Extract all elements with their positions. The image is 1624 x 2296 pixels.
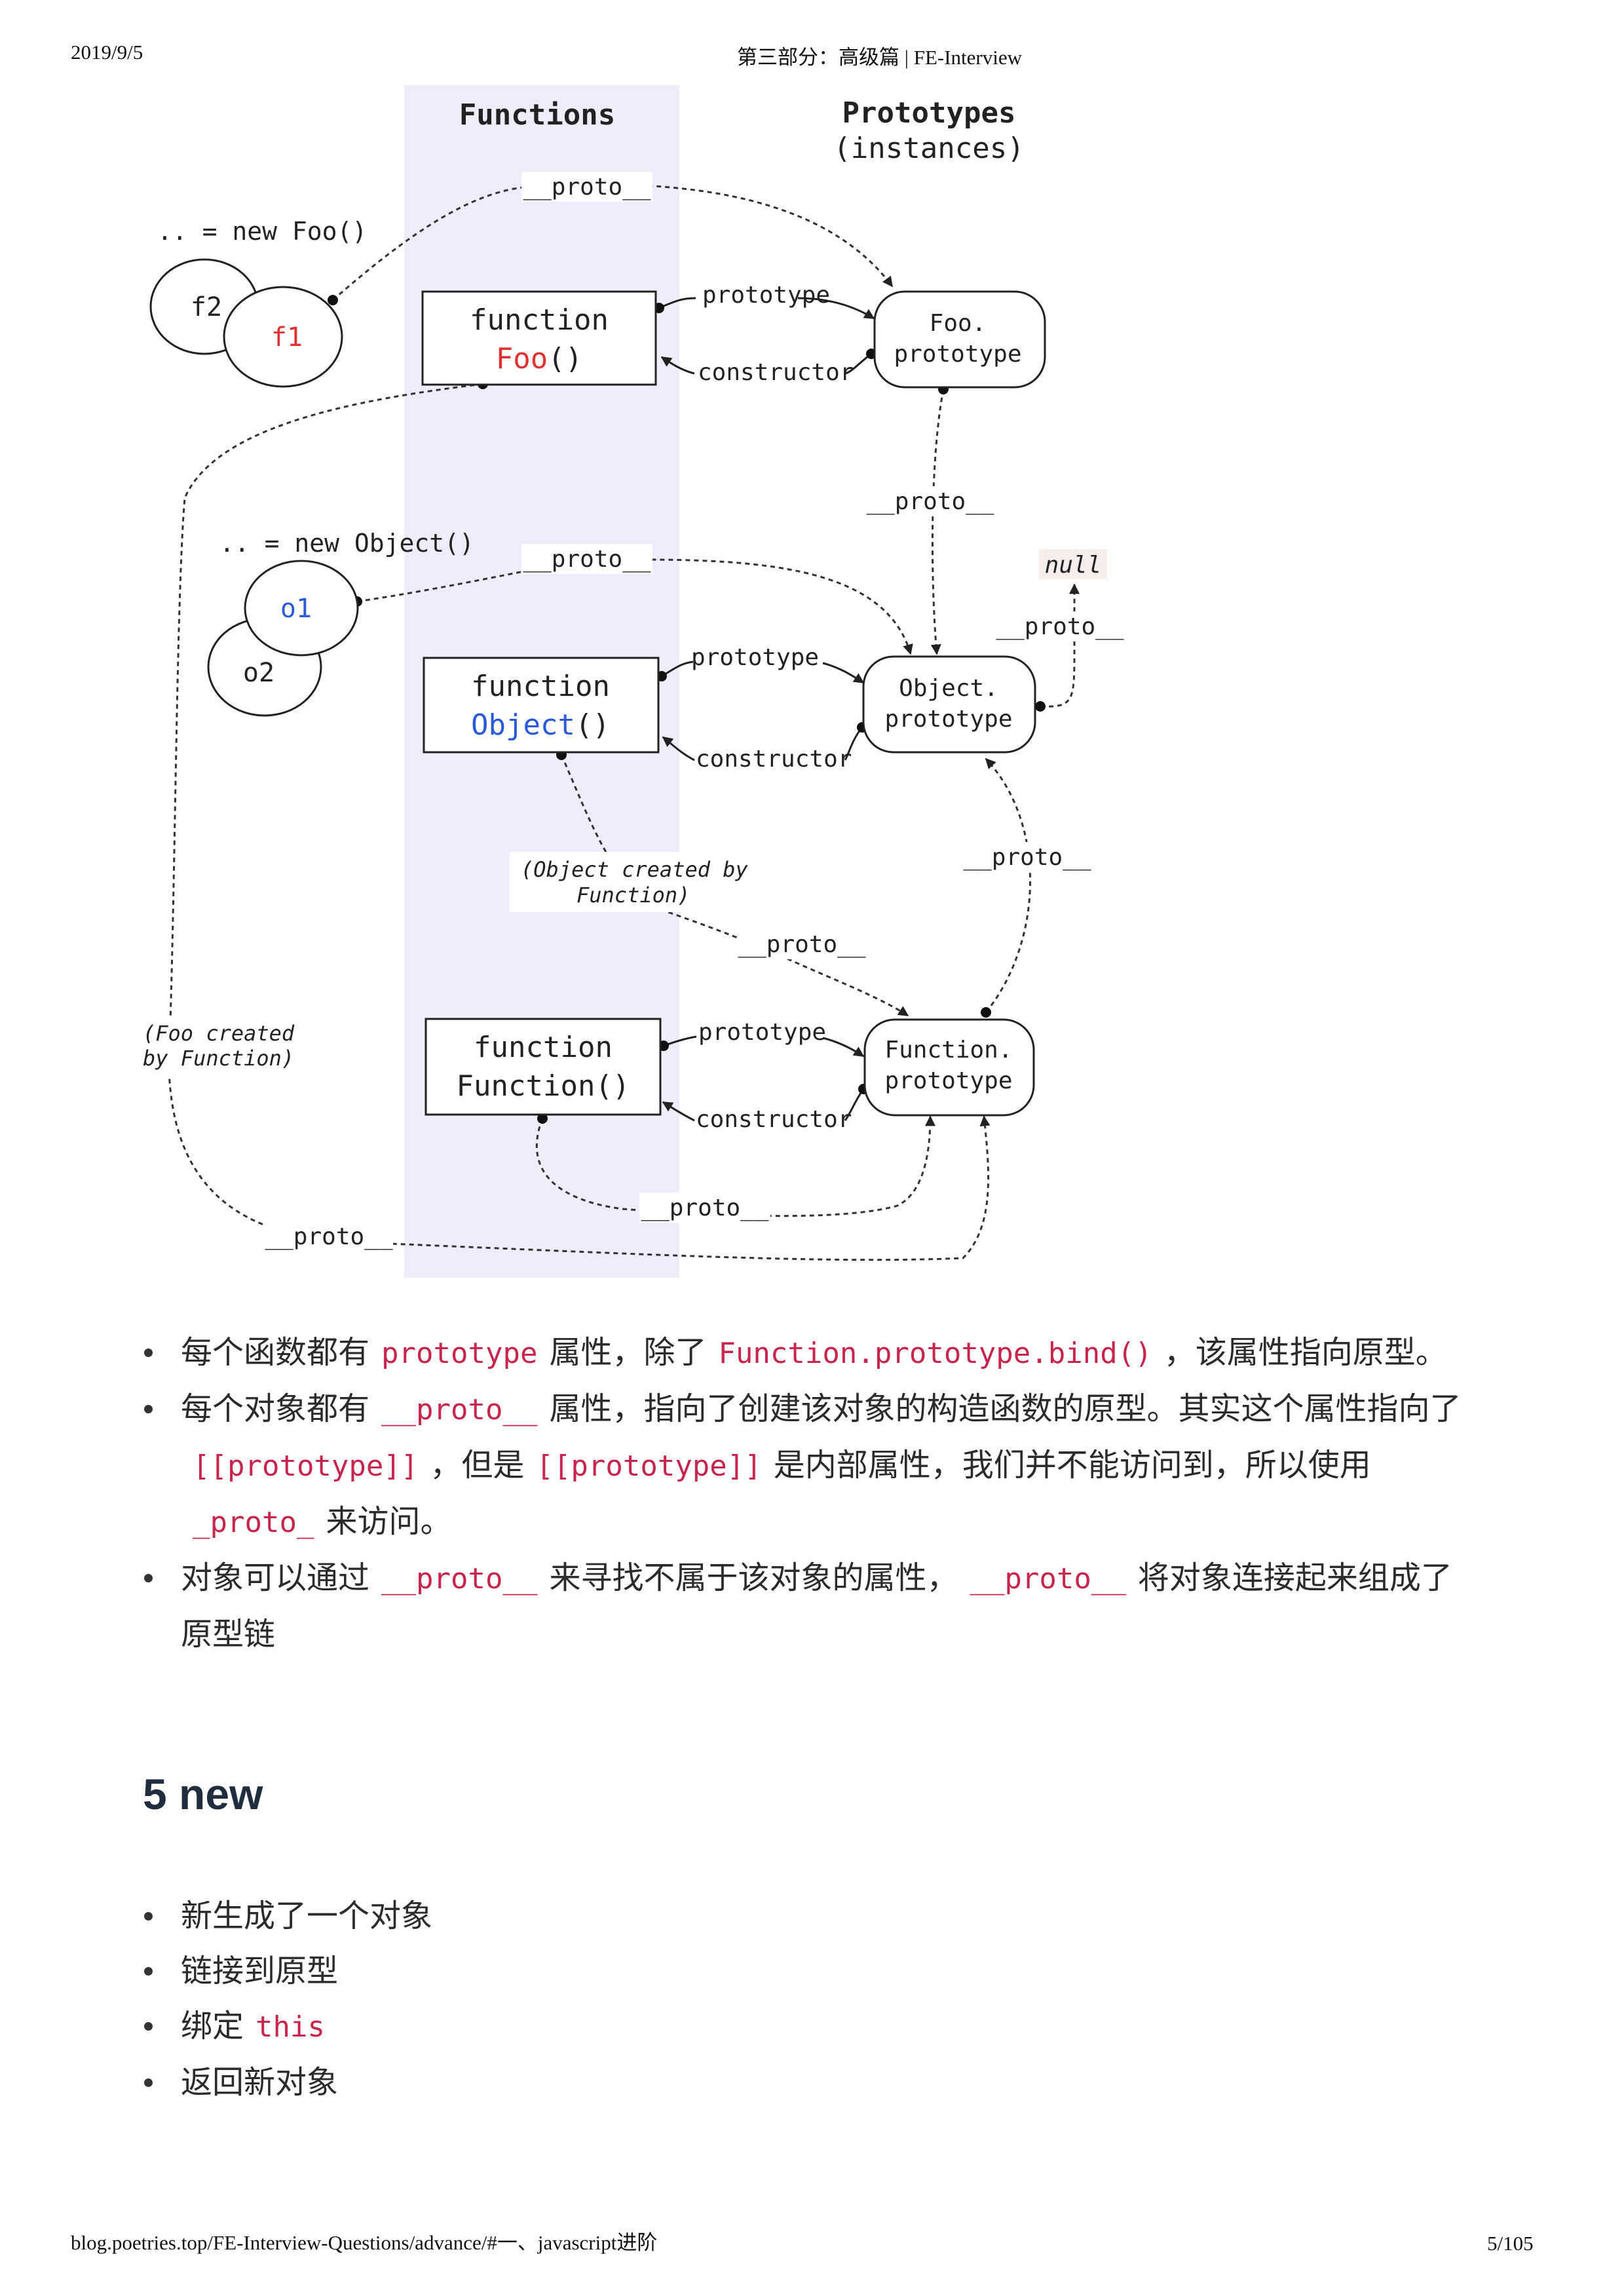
label-f1: f1 xyxy=(271,322,303,353)
foo-prototype-line1: Foo. xyxy=(930,310,987,337)
list-item: 返回新对象 xyxy=(144,2055,1481,2110)
label-new-object: .. = new Object() xyxy=(219,529,474,558)
box-foo-prototype xyxy=(873,290,1046,389)
fn-object-keyword: function xyxy=(471,670,610,703)
label-o1: o1 xyxy=(280,594,312,624)
label-o2: o2 xyxy=(243,658,274,688)
annotation-foo-created-1: (Foo created xyxy=(143,1021,295,1046)
label-function-prototype: prototype xyxy=(698,1019,826,1046)
annotation-object-created-2: Function) xyxy=(576,883,690,908)
list-item: 新生成了一个对象 xyxy=(144,1888,1481,1943)
link-foo-fn-to-function-prototype xyxy=(168,383,991,1261)
label-proto-f1: __proto__ xyxy=(523,174,651,201)
dot-f1 xyxy=(328,295,338,305)
dot-function-fn-proto xyxy=(537,1113,548,1124)
label-object-constructor: constructor xyxy=(696,746,852,773)
section-title: 5 new xyxy=(143,1770,263,1818)
dot-function-prototype-proto xyxy=(981,1007,991,1018)
annotation-object-created-1: (Object created by xyxy=(521,857,749,882)
label-foo-constructor: constructor xyxy=(698,359,854,386)
column-header-instances: (instances) xyxy=(833,132,1024,165)
box-function-object xyxy=(423,657,660,754)
box-function-foo xyxy=(421,290,657,386)
list-item: 对象可以通过__proto__来寻找不属于该对象的属性，__proto__将对象… xyxy=(144,1550,1481,1662)
label-proto-foo-prototype: __proto__ xyxy=(866,488,994,515)
label-function-constructor: constructor xyxy=(696,1106,852,1133)
column-header-functions: Functions xyxy=(459,98,615,132)
link-function-fn-to-function-prototype xyxy=(535,1115,935,1217)
function-prototype-line2: prototype xyxy=(884,1067,1012,1094)
object-prototype-line2: prototype xyxy=(884,706,1012,733)
box-function-function xyxy=(425,1018,662,1116)
fn-foo-name: Foo() xyxy=(496,342,582,375)
label-foo-prototype: prototype xyxy=(702,282,830,309)
label-proto-function-prototype: __proto__ xyxy=(963,844,1091,871)
box-function-prototype xyxy=(863,1018,1035,1117)
null-label: null xyxy=(1045,552,1102,579)
label-proto-object-prototype: __proto__ xyxy=(996,613,1124,640)
label-proto-object-fn: __proto__ xyxy=(738,931,865,958)
label-f2: f2 xyxy=(191,292,222,322)
box-object-prototype xyxy=(862,655,1036,754)
link-function-prototype-to-object-prototype xyxy=(985,757,1031,1013)
prototype-chain-diagram: Functions Prototypes (instances) xyxy=(143,85,1124,1278)
list-item: 每个对象都有__proto__属性，指向了创建该对象的构造函数的原型。其实这个属… xyxy=(144,1381,1481,1550)
label-proto-function-fn: __proto__ xyxy=(641,1195,768,1221)
null-chip xyxy=(1039,549,1107,579)
label-proto-o1: __proto__ xyxy=(523,546,651,573)
ellipse-f1 xyxy=(223,286,343,388)
fn-function-keyword: function xyxy=(474,1031,613,1064)
footer-url[interactable]: blog.poetries.top/FE-Interview-Questions… xyxy=(71,2231,658,2254)
header-date: 2019/9/5 xyxy=(71,41,143,64)
header-title: 第三部分：高级篇 | FE-Interview xyxy=(737,46,1022,69)
dot-object-prototype-proto xyxy=(1035,701,1046,712)
label-new-foo: .. = new Foo() xyxy=(157,217,367,246)
link-object-prototype-to-null xyxy=(1040,583,1080,708)
page-number: 5/105 xyxy=(1487,2232,1534,2255)
foo-prototype-line2: prototype xyxy=(894,341,1021,368)
label-object-prototype: prototype xyxy=(691,644,819,671)
fn-function-name: Function() xyxy=(457,1069,630,1103)
fn-foo-keyword: function xyxy=(470,303,609,337)
link-foo-prototype-to-object-prototype xyxy=(930,389,945,655)
object-prototype-line1: Object. xyxy=(899,675,998,702)
function-prototype-line1: Function. xyxy=(884,1037,1012,1063)
annotation-foo-created-2: by Function) xyxy=(143,1046,294,1071)
list-item: 链接到原型 xyxy=(144,1943,1481,1999)
ellipse-o1 xyxy=(244,560,359,657)
label-proto-foo-fn: __proto__ xyxy=(265,1223,392,1250)
fn-object-name: Object() xyxy=(471,708,610,742)
column-header-prototypes: Prototypes xyxy=(842,96,1016,130)
